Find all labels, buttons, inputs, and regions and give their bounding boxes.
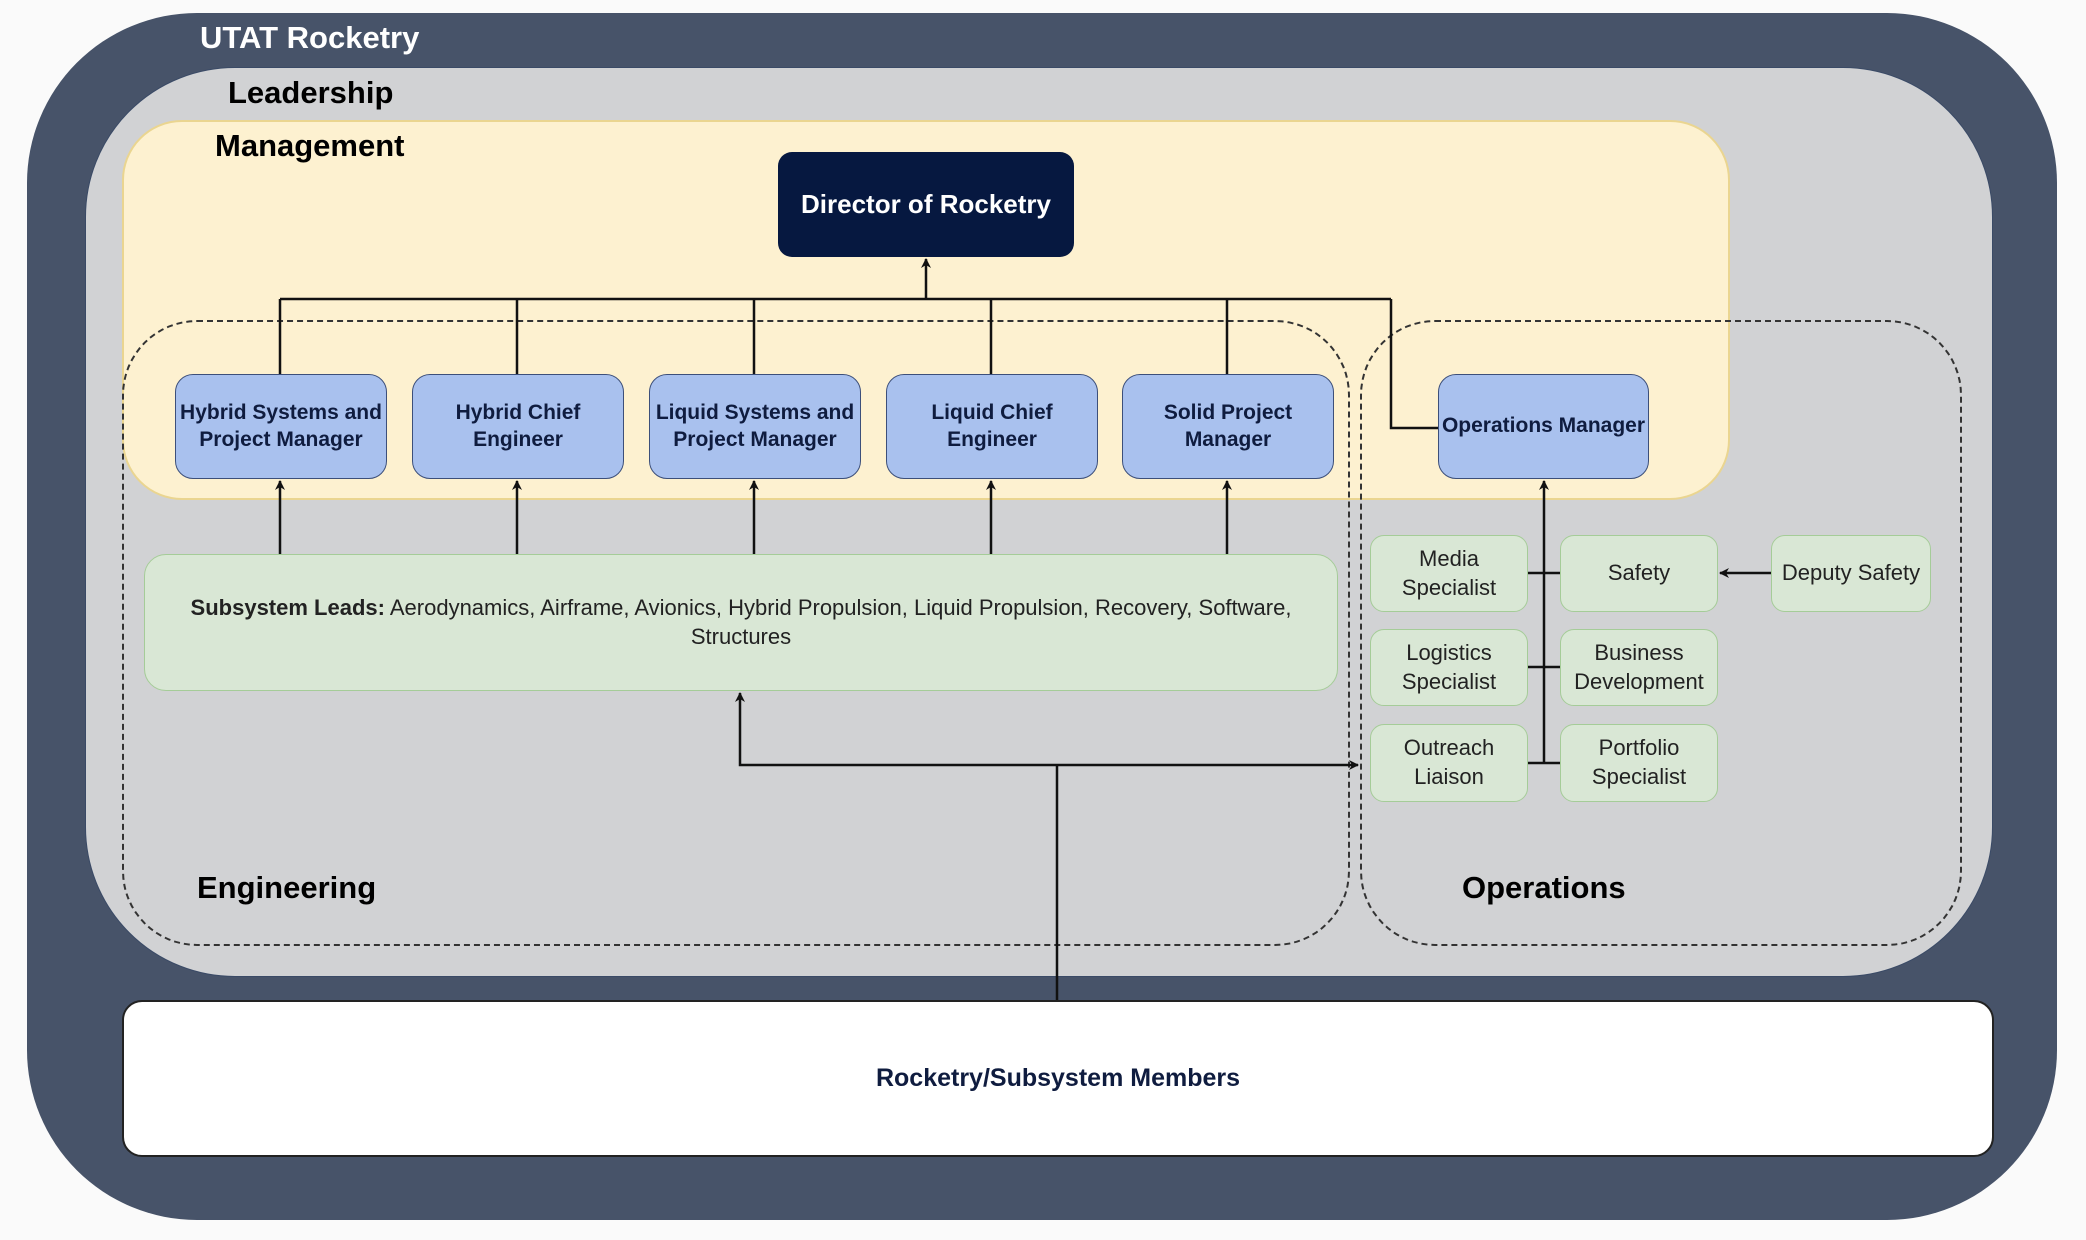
media-specialist-box: Media Specialist [1370, 535, 1528, 612]
operations-region [1360, 320, 1962, 946]
operations-manager-box: Operations Manager [1438, 374, 1649, 479]
business-development-box: Business Development [1560, 629, 1718, 706]
engineering-region [122, 320, 1350, 946]
management-label: Management [215, 128, 405, 163]
solid-pm-box: Solid Project Manager [1122, 374, 1334, 479]
members-box: Rocketry/Subsystem Members [122, 1000, 1994, 1157]
liquid-chief-engineer-box: Liquid Chief Engineer [886, 374, 1098, 479]
safety-box: Safety [1560, 535, 1718, 612]
org-title: UTAT Rocketry [200, 20, 420, 55]
link-ops-manager [1389, 299, 1438, 430]
outreach-liaison-box: Outreach Liaison [1370, 724, 1528, 802]
leadership-label: Leadership [228, 75, 394, 110]
subsystem-leads-box: Subsystem Leads: Aerodynamics, Airframe,… [144, 554, 1338, 691]
subsystem-leads-prefix: Subsystem Leads: [190, 594, 385, 620]
logistics-specialist-box: Logistics Specialist [1370, 629, 1528, 706]
director-of-rocketry-box: Director of Rocketry [778, 152, 1074, 257]
hybrid-chief-engineer-box: Hybrid Chief Engineer [412, 374, 624, 479]
portfolio-specialist-box: Portfolio Specialist [1560, 724, 1718, 802]
deputy-safety-box: Deputy Safety [1771, 535, 1931, 612]
operations-label: Operations [1462, 870, 1626, 905]
subsystem-leads-list: Aerodynamics, Airframe, Avionics, Hybrid… [389, 594, 1292, 649]
hybrid-systems-pm-box: Hybrid Systems and Project Manager [175, 374, 387, 479]
liquid-systems-pm-box: Liquid Systems and Project Manager [649, 374, 861, 479]
members-to-leads [735, 692, 1057, 767]
engineering-label: Engineering [197, 870, 377, 905]
